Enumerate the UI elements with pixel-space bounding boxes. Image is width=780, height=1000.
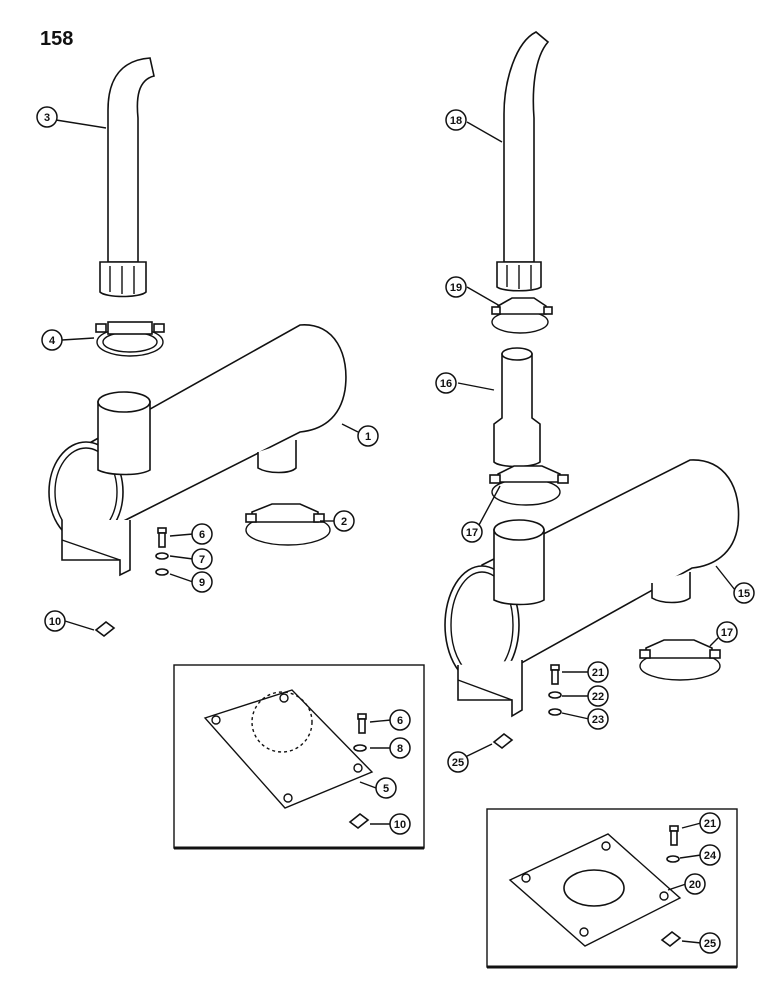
- callout-circle: [445, 109, 467, 131]
- callout-circle: [699, 932, 721, 954]
- callout-circle: [447, 751, 469, 773]
- callout-circle: [333, 510, 355, 532]
- callout-18: 18: [445, 109, 467, 131]
- callout-circle: [733, 582, 755, 604]
- callout-circle: [191, 548, 213, 570]
- callout-number: 7: [199, 554, 205, 566]
- clamp-right-upper: [491, 297, 553, 334]
- callout-number: 19: [450, 282, 462, 294]
- callout-23: 23: [587, 708, 609, 730]
- callout-number: 9: [199, 577, 205, 589]
- callout-circle: [716, 621, 738, 643]
- callout-1: 1: [357, 425, 379, 447]
- callout-number: 10: [394, 819, 406, 831]
- callout-21: 21: [587, 661, 609, 683]
- callout-number: 8: [397, 743, 403, 755]
- callout-number: 10: [49, 616, 61, 628]
- callout-circle: [389, 813, 411, 835]
- callout-bubbles: 3 4 1 2 6 7 9 10 6 8 5 10 18 19 16 17 15 17 21 22 23 25 21 24 20…: [36, 106, 755, 954]
- callout-circle: [461, 521, 483, 543]
- callout-9: 9: [191, 571, 213, 593]
- callout-20: 20: [684, 873, 706, 895]
- callout-25: 25: [447, 751, 469, 773]
- inset-panel-right: [486, 808, 738, 969]
- clamp-left-upper: [95, 321, 165, 357]
- callout-number: 17: [466, 527, 478, 539]
- callout-circle: [699, 812, 721, 834]
- callout-number: 23: [592, 714, 604, 726]
- callout-circle: [375, 777, 397, 799]
- callout-number: 5: [383, 783, 389, 795]
- callout-number: 3: [44, 112, 50, 124]
- muffler-right: [444, 459, 740, 718]
- callout-24: 24: [699, 844, 721, 866]
- callout-circle: [684, 873, 706, 895]
- callout-number: 6: [199, 529, 205, 541]
- callout-15: 15: [733, 582, 755, 604]
- pipe-adapter: [493, 347, 541, 468]
- clamp-right-lower: [639, 639, 721, 681]
- clamp-left-lower: [245, 503, 331, 546]
- leader-lines: [55, 119, 736, 944]
- bolt-nut-washer-left: [94, 527, 169, 638]
- page-number: 158: [40, 28, 74, 50]
- callout-16: 16: [435, 372, 457, 394]
- callout-10: 10: [44, 610, 66, 632]
- callout-number: 22: [592, 691, 604, 703]
- callout-21b: 21: [699, 812, 721, 834]
- callout-number: 25: [452, 757, 464, 769]
- callout-number: 6: [397, 715, 403, 727]
- callout-6b: 6: [389, 709, 411, 731]
- callout-circle: [587, 708, 609, 730]
- callout-number: 15: [738, 588, 750, 600]
- callout-number: 21: [592, 667, 604, 679]
- callout-22: 22: [587, 685, 609, 707]
- callout-19: 19: [445, 276, 467, 298]
- exhaust-stack-left: [99, 57, 155, 298]
- callout-circle: [389, 737, 411, 759]
- callout-circle: [41, 329, 63, 351]
- callout-number: 4: [49, 335, 56, 347]
- callout-7: 7: [191, 548, 213, 570]
- callout-circle: [36, 106, 58, 128]
- callout-17: 17: [461, 521, 483, 543]
- callout-number: 18: [450, 115, 462, 127]
- bolt-nut-washer-right: [492, 664, 562, 750]
- callout-number: 20: [689, 879, 701, 891]
- callout-number: 1: [365, 431, 371, 443]
- callout-circle: [435, 372, 457, 394]
- callout-circle: [191, 571, 213, 593]
- callout-circle: [44, 610, 66, 632]
- callout-25b: 25: [699, 932, 721, 954]
- muffler-left: [48, 324, 347, 577]
- callout-17b: 17: [716, 621, 738, 643]
- callout-circle: [191, 523, 213, 545]
- callout-circle: [587, 661, 609, 683]
- clamp-right-middle: [489, 465, 569, 506]
- inset-panel-left: [173, 664, 425, 850]
- callout-number: 25: [704, 938, 716, 950]
- callout-number: 17: [721, 627, 733, 639]
- exhaust-stack-right: [496, 31, 550, 292]
- callout-circle: [699, 844, 721, 866]
- callout-circle: [445, 276, 467, 298]
- callout-8: 8: [389, 737, 411, 759]
- callout-circle: [389, 709, 411, 731]
- callout-circle: [357, 425, 379, 447]
- callout-circle: [587, 685, 609, 707]
- callout-4: 4: [41, 329, 63, 351]
- callout-number: 21: [704, 818, 716, 830]
- callout-6: 6: [191, 523, 213, 545]
- callout-5: 5: [375, 777, 397, 799]
- callout-10b: 10: [389, 813, 411, 835]
- callout-3: 3: [36, 106, 58, 128]
- callout-number: 2: [341, 516, 347, 528]
- callout-number: 16: [440, 378, 452, 390]
- callout-number: 24: [704, 850, 717, 862]
- callout-2: 2: [333, 510, 355, 532]
